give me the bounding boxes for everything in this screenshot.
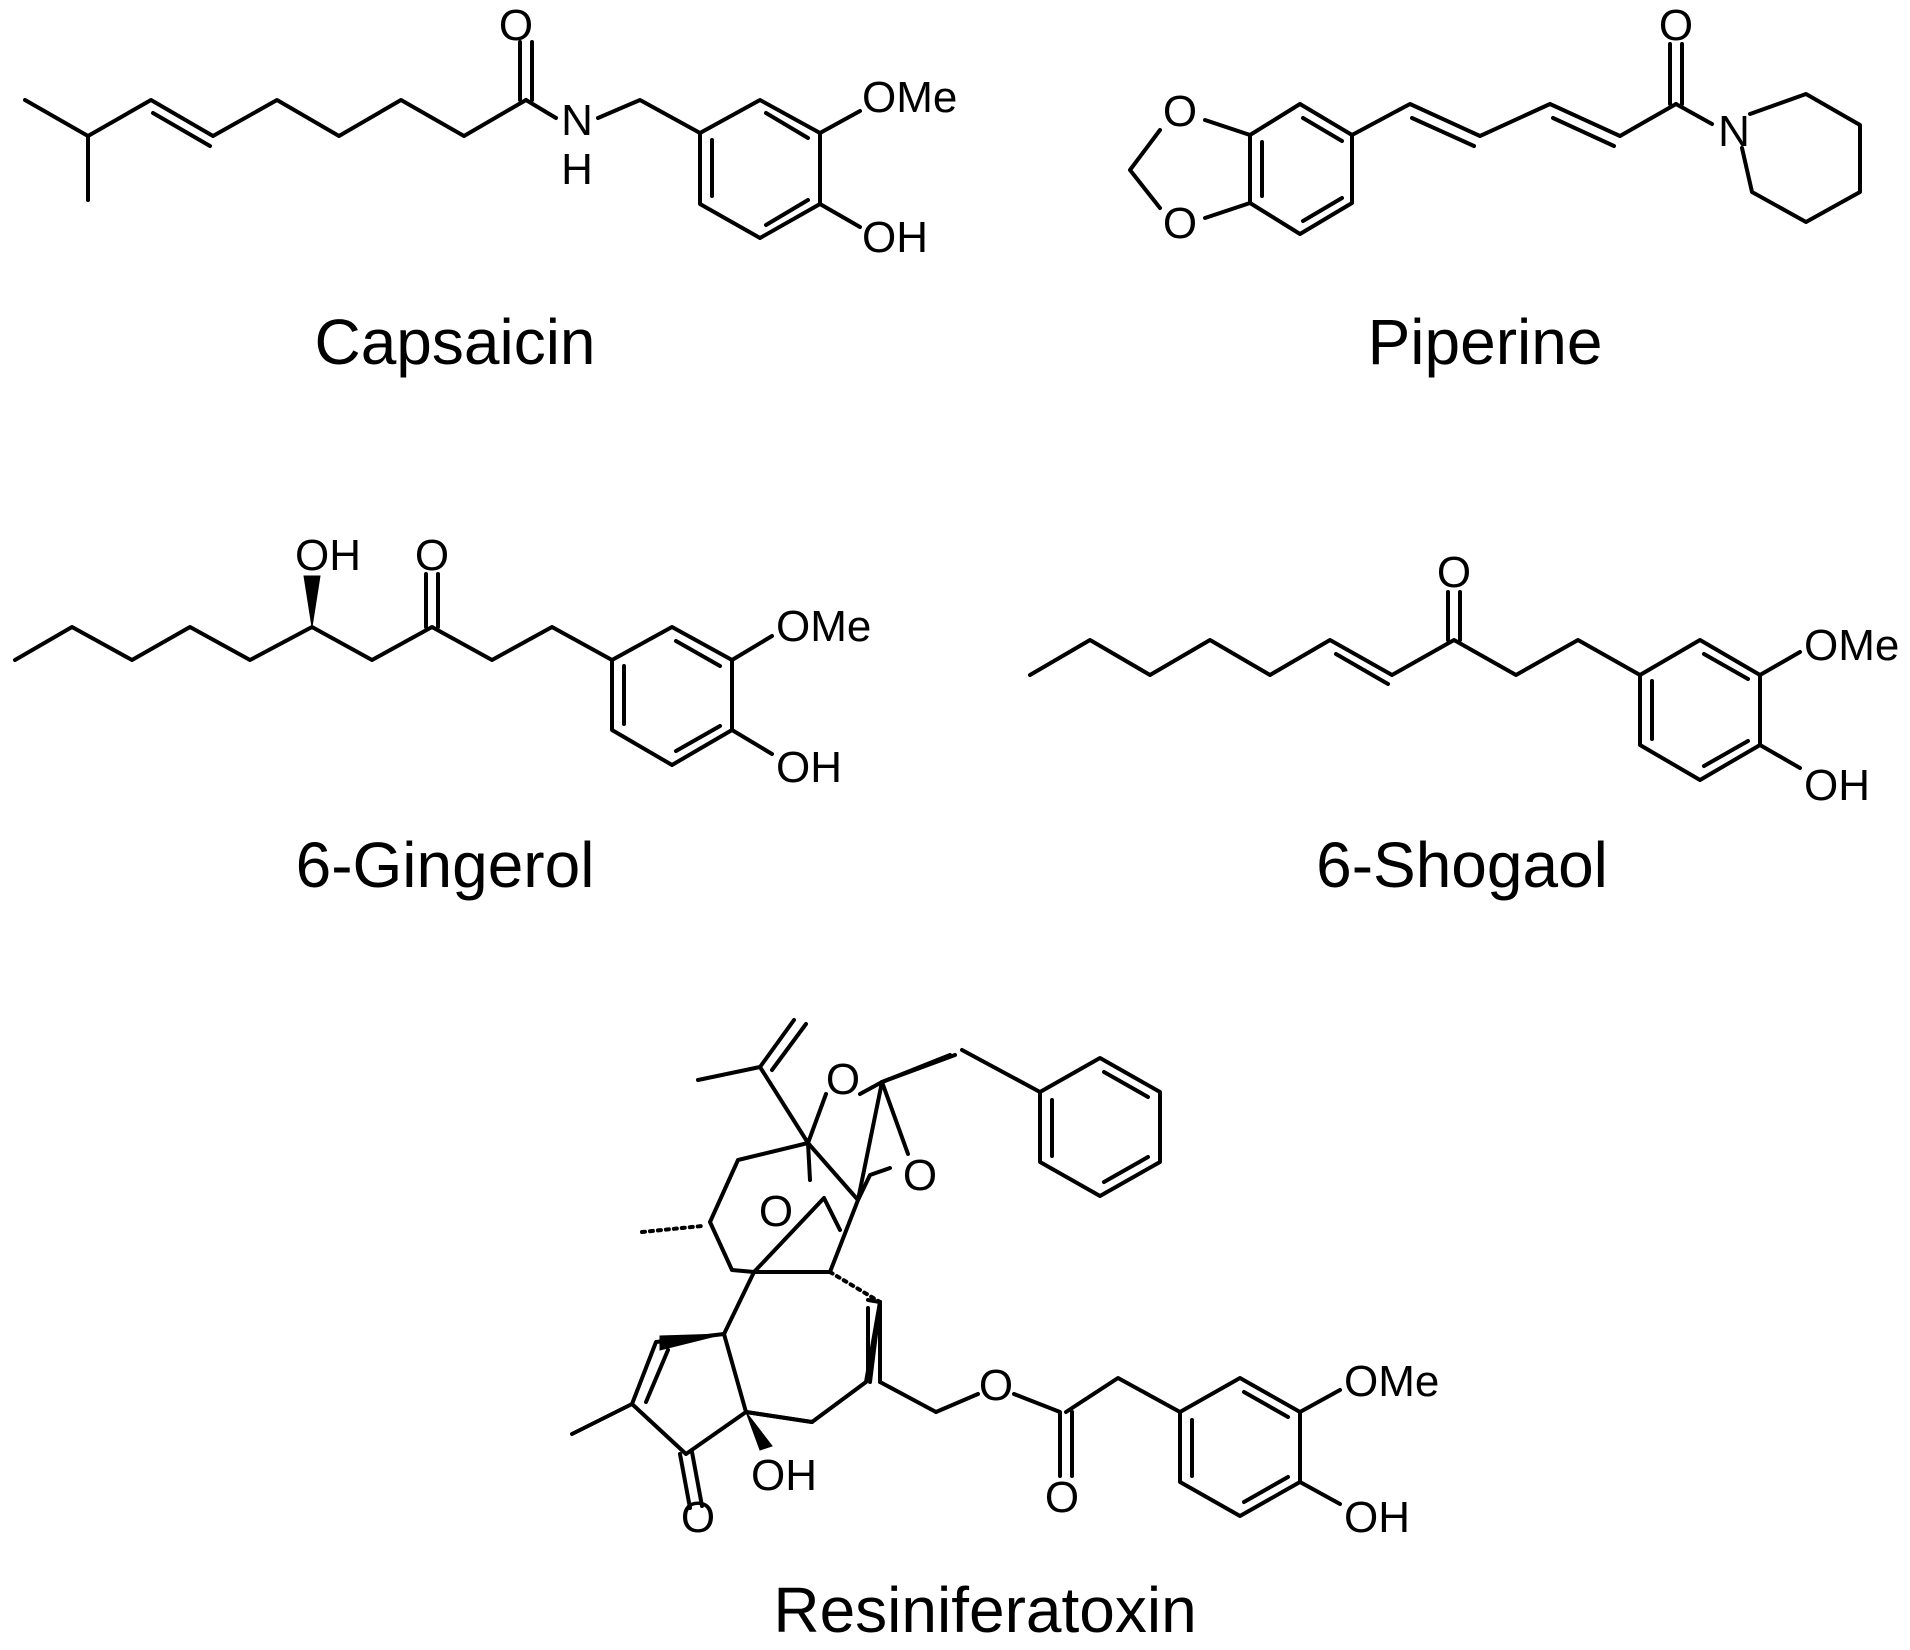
resiniferatoxin-name: Resiniferatoxin (773, 1574, 1196, 1646)
rtx-orthoester-o2: O (903, 1151, 937, 1200)
gingerol-carbonyl-o: O (415, 531, 449, 580)
rtx-tertiary-oh: OH (751, 1451, 817, 1500)
shogaol-structure: O OMe OH 6-Shogaol (1028, 548, 1899, 901)
capsaicin-carbonyl-o: O (499, 1, 533, 50)
piperine-structure: O O O N Piperine (1128, 1, 1862, 378)
rtx-ester-o: O (979, 1361, 1013, 1410)
rtx-wedge-oh (745, 1411, 773, 1451)
rtx-bridge-o: O (759, 1187, 793, 1236)
piperine-dioxole-o2: O (1163, 199, 1197, 248)
shogaol-hydroxy: OH (1804, 761, 1870, 810)
gingerol-wedge (303, 575, 321, 628)
gingerol-name: 6-Gingerol (296, 829, 595, 901)
piperine-bonds (1128, 42, 1862, 236)
rtx-orthoester-o1: O (826, 1055, 860, 1104)
rtx-hydroxy: OH (1344, 1493, 1410, 1542)
shogaol-name: 6-Shogaol (1316, 829, 1608, 901)
piperine-dioxole-o1: O (1163, 87, 1197, 136)
piperine-name: Piperine (1368, 306, 1603, 378)
piperine-carbonyl-o: O (1659, 1, 1693, 50)
resiniferatoxin-bonds (570, 1018, 1342, 1518)
gingerol-bonds (13, 572, 774, 767)
rtx-wedge-top (659, 1333, 725, 1351)
shogaol-bonds (1028, 590, 1802, 782)
shogaol-methoxy: OMe (1804, 621, 1899, 670)
gingerol-hydroxyl: OH (295, 531, 361, 580)
shogaol-carbonyl-o: O (1437, 548, 1471, 597)
rtx-ketone-o: O (681, 1493, 715, 1542)
gingerol-structure: OH O OMe OH 6-Gingerol (13, 531, 871, 901)
rtx-ester-carbonyl-o: O (1045, 1473, 1079, 1522)
rtx-methoxy: OMe (1344, 1357, 1439, 1406)
gingerol-methoxy: OMe (776, 602, 871, 651)
capsaicin-structure: O N H OMe OH Capsaicin (23, 1, 957, 378)
capsaicin-name: Capsaicin (314, 306, 595, 378)
gingerol-hydroxy: OH (776, 743, 842, 792)
capsaicin-hydroxy: OH (862, 213, 928, 262)
piperine-n: N (1718, 107, 1750, 156)
capsaicin-methoxy: OMe (862, 73, 957, 122)
resiniferatoxin-structure: O O O O O O OH OMe OH Resiniferatoxin (570, 1018, 1439, 1646)
capsaicin-amide-h: H (561, 145, 593, 194)
capsaicin-bonds (23, 40, 862, 240)
capsaicin-amide-n: N (561, 96, 593, 145)
